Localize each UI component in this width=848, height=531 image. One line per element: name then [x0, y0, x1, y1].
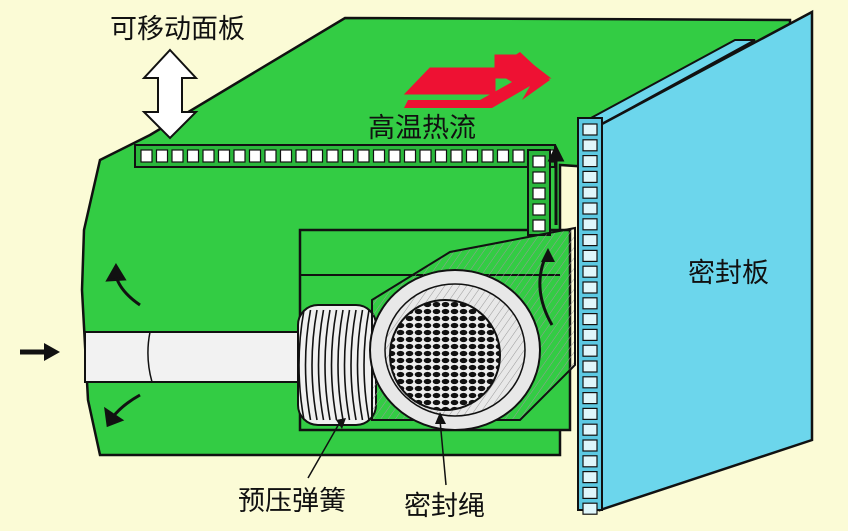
bolt-icon [140, 149, 153, 163]
bolt-icon [248, 149, 262, 163]
bolt-icon [512, 149, 525, 163]
bolt-icon [279, 149, 293, 163]
bolt-icon [582, 423, 598, 436]
bolt-icon [582, 170, 598, 183]
bolt-icon [582, 202, 598, 215]
bolt-icon [582, 155, 598, 168]
bolt-icon [582, 486, 598, 499]
seal-plate-bolts [582, 123, 598, 515]
bolt-icon [582, 392, 598, 405]
bolt-icon [357, 149, 370, 163]
bolt-icon [186, 149, 200, 163]
bolt-icon [419, 149, 432, 163]
bolt-icon [372, 149, 386, 163]
bolt-icon [217, 149, 231, 163]
bolt-icon [496, 149, 510, 163]
bolt-icon [582, 218, 598, 231]
bolt-icon [155, 149, 169, 163]
bolt-icon [582, 376, 598, 389]
bolt-icon [434, 149, 448, 163]
bolt-icon [582, 439, 598, 452]
bolt-icon [582, 249, 598, 262]
bolt-icon [403, 149, 417, 163]
bolt-icon [532, 155, 546, 168]
bolt-icon [450, 149, 463, 163]
bolt-icon [582, 344, 598, 357]
bolt-column [532, 155, 546, 232]
bolt-icon [582, 502, 598, 515]
label-seal-plate: 密封板 [688, 258, 769, 289]
rope-leader [439, 419, 447, 486]
bolt-icon [582, 455, 598, 468]
bolt-icon [532, 219, 546, 232]
rod [84, 331, 321, 383]
bolt-row [140, 149, 556, 163]
label-high-temp-flow: 高温热流 [368, 113, 476, 144]
bolt-icon [582, 281, 598, 294]
bolt-icon [582, 234, 598, 247]
bolt-icon [481, 149, 494, 163]
bolt-icon [202, 149, 215, 163]
bolt-icon [465, 149, 479, 163]
bolt-icon [532, 203, 546, 216]
flow-arrow-icon [104, 144, 565, 428]
label-seal-rope: 密封绳 [404, 491, 485, 522]
seal-rope-core [389, 299, 501, 411]
bolt-icon [171, 149, 184, 163]
bolt-icon [582, 123, 598, 136]
bolt-icon [582, 360, 598, 373]
bolt-icon [582, 471, 598, 484]
bolt-icon [295, 149, 308, 163]
bolt-icon [264, 149, 277, 163]
bolt-icon [341, 149, 355, 163]
bolt-icon [582, 297, 598, 310]
bolt-icon [582, 139, 598, 152]
bolt-icon [310, 149, 324, 163]
bolt-icon [582, 265, 598, 278]
spring-leader [307, 421, 341, 479]
preload-spring [297, 304, 377, 426]
bolt-icon [582, 328, 598, 341]
bolt-icon [326, 149, 339, 163]
bolt-icon [233, 149, 246, 163]
bolt-icon [582, 186, 598, 199]
inlet-arrow-icon [20, 343, 60, 361]
bolt-icon [582, 407, 598, 420]
label-preload-spring: 预压弹簧 [238, 486, 346, 517]
double-arrow-icon [141, 48, 199, 140]
bolt-icon [388, 149, 401, 163]
bolt-icon [582, 313, 598, 326]
label-movable-panel: 可移动面板 [110, 14, 245, 45]
bolt-icon [532, 171, 546, 184]
bolt-icon [532, 187, 546, 200]
